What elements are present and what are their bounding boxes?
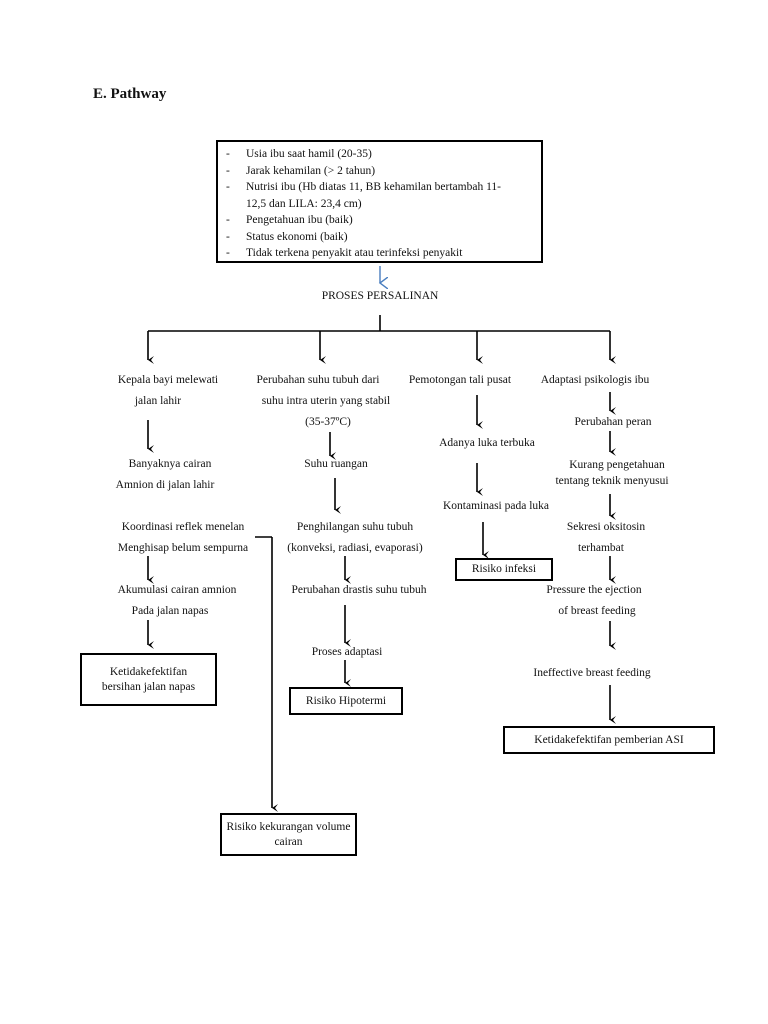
col2-node5: Proses adaptasi [311,646,383,658]
col1-node4-line2: Pada jalan napas [131,605,209,617]
risk-factor-item: - Usia ibu saat hamil (20-35) [226,146,535,163]
col4-node2: Perubahan peran [574,416,652,428]
risk-factor-text: 12,5 dan LILA: 23,4 cm) [246,197,362,210]
risk-factor-item: - Status ekonomi (baik) [226,229,535,246]
risk-factor-item: - Tidak terkena penyakit atau terinfeksi … [226,245,535,262]
result-box-infection: Risiko infeksi [455,558,553,581]
col1-node2-line1: Banyaknya cairan [128,458,212,470]
col4-node1: Adaptasi psikologis ibu [540,374,650,386]
risk-factor-item: - Nutrisi ibu (Hb diatas 11, BB kehamilan… [226,179,535,196]
risk-factor-text: Usia ibu saat hamil (20-35) [246,148,372,160]
col2-node3-line2: (konveksi, radiasi, evaporasi) [287,542,423,554]
risk-factor-item: - Pengetahuan ibu (baik) [226,212,535,229]
bullet-dash: - [226,214,230,226]
col2-node1-line2: suhu intra uterin yang stabil [261,395,391,407]
bullet-dash: - [226,164,230,177]
result-volume-line2: cairan [274,835,303,848]
col2-node3-line1: Penghilangan suhu tubuh [296,521,414,533]
result-airway-line1: Ketidakefektifan [109,665,188,678]
col1-node3-line1: Koordinasi reflek menelan [121,521,245,533]
bullet-dash: - [226,230,230,243]
bullet-dash: - [226,148,230,160]
col4-node6: Ineffective breast feeding [533,667,651,679]
col4-node4-line2: terhambat [578,542,624,554]
risk-factor-item: 12,5 dan LILA: 23,4 cm) [226,196,535,213]
col1-node3-line2: Menghisap belum sempurna [117,542,249,554]
col1-node1-line2: jalan lahir [134,395,182,407]
risk-factor-text: Nutrisi ibu (Hb diatas 11, BB kehamilan … [246,181,501,193]
col2-node4: Perubahan drastis suhu tubuh [291,584,427,596]
result-box-airway: Ketidakefektifan bersihan jalan napas [80,653,217,706]
risk-factor-text: Pengetahuan ibu (baik) [246,214,353,226]
col4-node5-line1: Pressure the ejection [546,584,642,596]
result-box-breastfeeding: Ketidakefektifan pemberian ASI [503,726,715,754]
col4-node3-line1: Kurang pengetahuan [569,459,665,471]
result-airway-line2: bersihan jalan napas [101,680,196,693]
risk-factor-text: Status ekonomi (baik) [246,230,348,243]
col2-node1-line3: (35-37ºC) [305,416,351,428]
result-box-fluid-volume: Risiko kekurangan volume cairan [220,813,357,856]
page-heading: E. Pathway [93,86,167,102]
col1-node1-line1: Kepala bayi melewati [117,374,219,386]
col2-node1-line1: Perubahan suhu tubuh dari [256,374,380,386]
bullet-dash [226,196,246,213]
col4-node4-line1: Sekresi oksitosin [566,521,646,533]
col2-node2: Suhu ruangan [304,458,368,470]
col4-node5-line2: of breast feeding [558,605,636,617]
result-box-hypothermia: Risiko Hipotermi [289,687,403,715]
bullet-dash: - [226,247,230,259]
col1-node2-line2: Amnion di jalan lahir [115,479,215,491]
col3-node1: Pemotongan tali pusat [408,374,512,386]
risk-factor-text: Jarak kehamilan (> 2 tahun) [246,164,376,177]
col4-node3-line2: tentang teknik menyusui [555,475,669,487]
col3-node2: Adanya luka terbuka [439,437,535,449]
risk-factor-item: - Jarak kehamilan (> 2 tahun) [226,163,535,180]
risk-factors-box: - Usia ibu saat hamil (20-35) - Jarak keham… [216,140,543,263]
bullet-dash: - [226,181,230,193]
risk-factor-text: Tidak terkena penyakit atau terinfeksi p… [246,247,463,259]
col3-node3: Kontaminasi pada luka [442,500,550,512]
result-volume-line1: Risiko kekurangan volume [226,820,351,833]
process-label: PROSES PERSALINAN [321,290,439,302]
col1-node4-line1: Akumulasi cairan amnion [117,584,237,596]
